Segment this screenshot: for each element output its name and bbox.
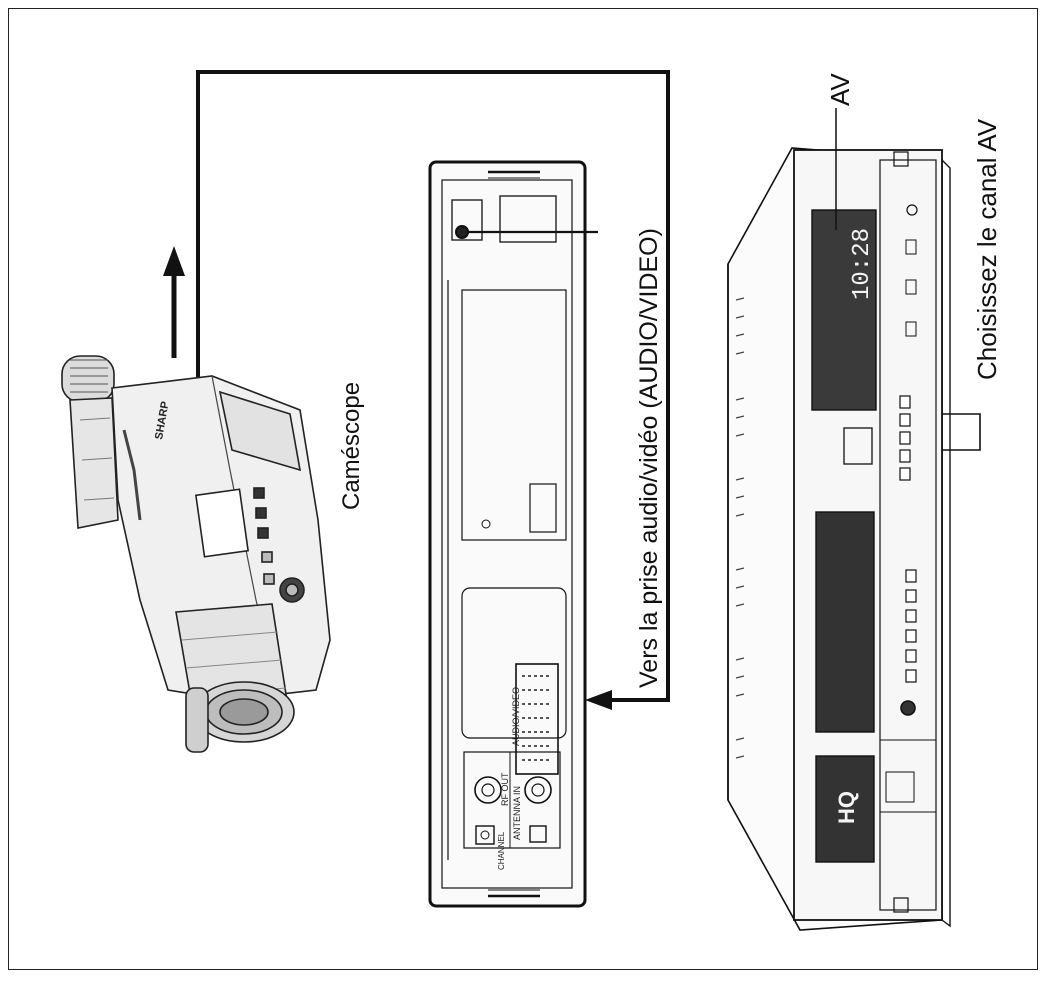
av-jack-label: Vers la prise audio/vidéo (AUDIO/VIDEO) bbox=[635, 228, 663, 688]
av-cable bbox=[196, 70, 670, 702]
vcr-display-time: 10:28 bbox=[849, 228, 876, 300]
antenna-in-label: ANTENNA IN bbox=[512, 786, 522, 840]
figure-frame bbox=[8, 8, 1038, 970]
direction-arrow bbox=[163, 246, 185, 358]
camcorder-illustration bbox=[61, 355, 331, 753]
choose-av-channel-label: Choisissez le canal AV bbox=[972, 118, 1002, 380]
vcr-front-illustration bbox=[727, 147, 981, 931]
av-label: AV bbox=[825, 73, 855, 106]
rf-out-label: RF OUT bbox=[500, 772, 510, 806]
audio-video-connector-label: AUDIO/VIDEO bbox=[511, 687, 521, 746]
camcorder-label: Caméscope bbox=[338, 381, 365, 510]
vcr-back-panel bbox=[428, 160, 598, 908]
cable-arrowhead bbox=[585, 690, 612, 710]
vcr-hq-logo: HQ bbox=[834, 791, 859, 824]
channel-label: CHANNEL bbox=[497, 831, 506, 870]
